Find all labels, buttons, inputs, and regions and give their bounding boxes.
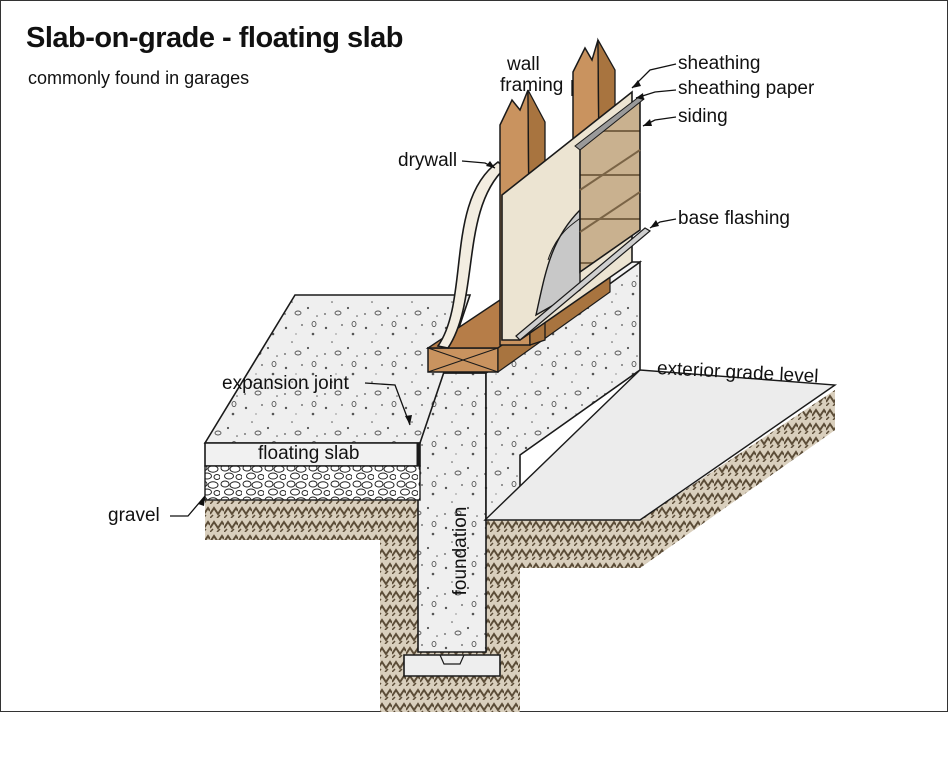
leader-arrowheads (198, 80, 659, 506)
page-subtitle: commonly found in garages (28, 68, 250, 88)
label-drywall: drywall (398, 150, 458, 171)
label-wall: wall (507, 54, 540, 75)
base-flashing (515, 227, 652, 341)
label-gravel: gravel (108, 505, 160, 526)
label-sheathing-paper: sheathing paper (678, 78, 815, 99)
label-foundation: foundation (450, 506, 471, 596)
label-framing: framing (500, 75, 564, 96)
label-siding: siding (678, 106, 728, 127)
floating-slab (203, 294, 472, 501)
label-expansion-joint: expansion joint (222, 373, 349, 394)
label-floating-slab: floating slab (258, 443, 360, 464)
page-title: Slab-on-grade - floating slab (26, 22, 404, 54)
exterior-grade (483, 369, 838, 521)
siding (574, 95, 645, 274)
label-sheathing: sheathing (678, 53, 761, 74)
label-base-flashing: base flashing (678, 208, 790, 229)
